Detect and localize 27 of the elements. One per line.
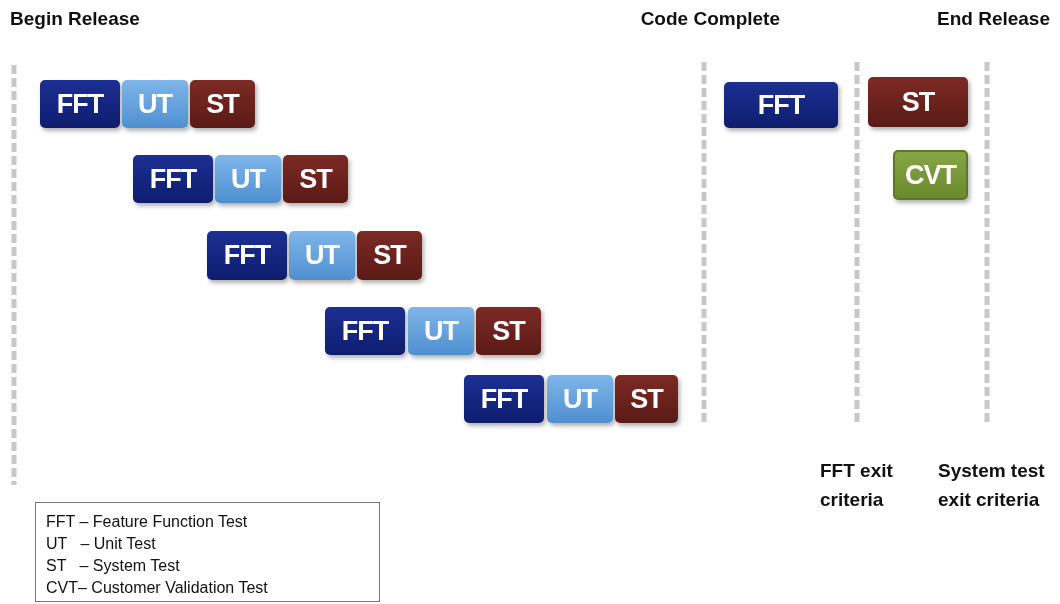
st-bar: ST — [476, 307, 541, 355]
legend-entry: CVT– Customer Validation Test — [46, 578, 269, 598]
fft-bar: FFT — [724, 82, 838, 128]
cvt-bar: CVT — [893, 150, 968, 200]
fft-bar: FFT — [325, 307, 405, 355]
fft-bar: FFT — [40, 80, 120, 128]
fft-bar: FFT — [464, 375, 544, 423]
legend-entry: FFT – Feature Function Test — [46, 512, 249, 532]
st-bar: ST — [868, 77, 968, 127]
st-bar: ST — [615, 375, 678, 423]
ut-bar: UT — [408, 307, 474, 355]
milestone-label: Begin Release — [10, 7, 141, 31]
ut-bar: UT — [289, 231, 355, 280]
fft-bar: FFT — [207, 231, 287, 280]
criteria-label: FFT exit criteria — [820, 459, 894, 512]
ut-bar: UT — [547, 375, 613, 423]
fft-bar: FFT — [133, 155, 213, 203]
ut-bar: UT — [122, 80, 188, 128]
legend-entry: ST – System Test — [46, 556, 181, 576]
milestone-label: Code Complete — [639, 7, 780, 31]
st-bar: ST — [357, 231, 422, 280]
st-bar: ST — [190, 80, 255, 128]
milestone-label: End Release — [936, 7, 1050, 31]
legend-entry: UT – Unit Test — [46, 534, 157, 554]
criteria-label: System test exit criteria — [938, 459, 1046, 512]
st-bar: ST — [283, 155, 348, 203]
ut-bar: UT — [215, 155, 281, 203]
